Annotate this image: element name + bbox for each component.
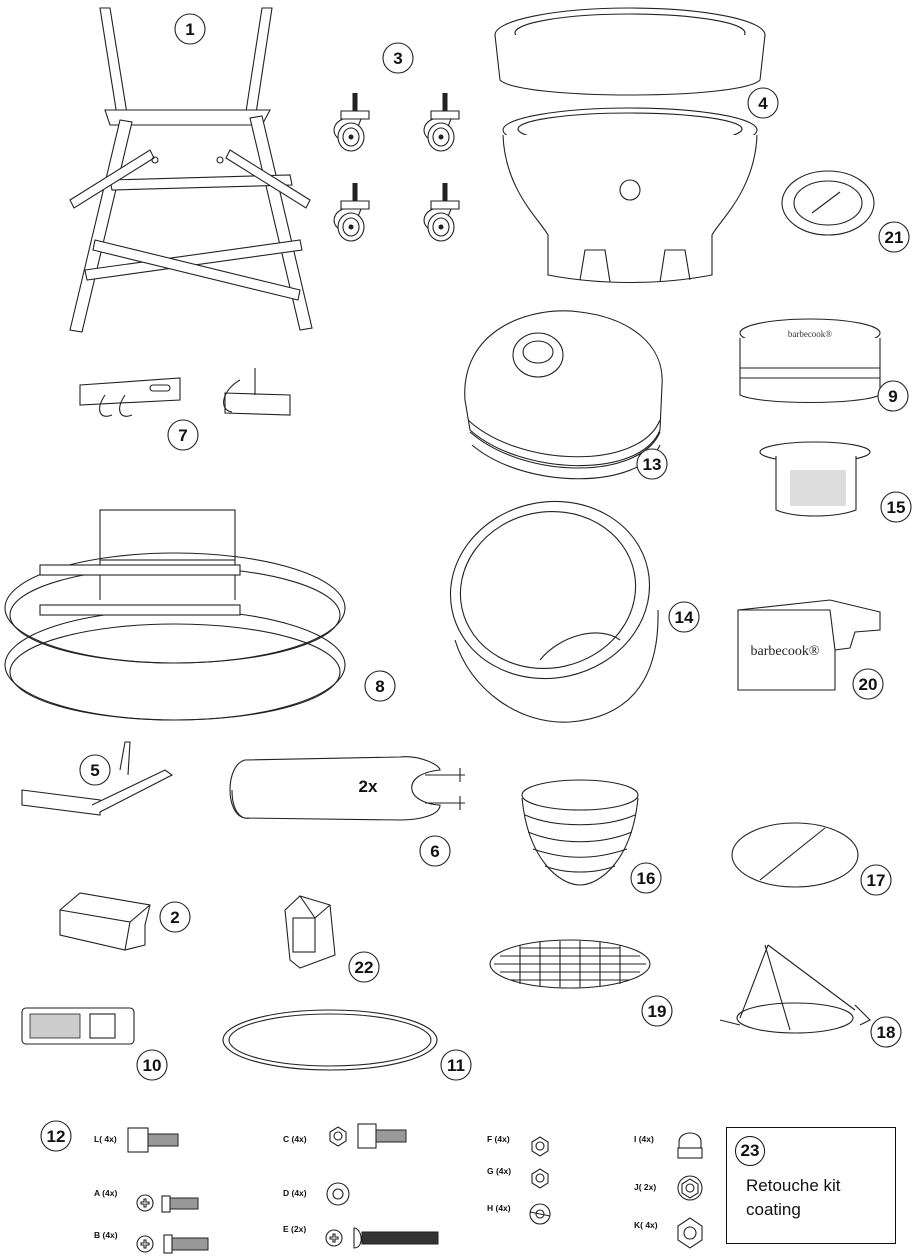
part-number: 15: [887, 498, 906, 517]
hardware-code: D (4x): [283, 1188, 307, 1198]
callout-15: [880, 491, 912, 523]
part-number: 5: [90, 761, 99, 780]
part-number: 16: [637, 869, 656, 888]
spring-washer-icon: [529, 1203, 551, 1225]
part-number: 3: [393, 49, 402, 68]
callout-16: [630, 862, 662, 894]
hex-nut-icon: [531, 1168, 549, 1189]
callout-18: [870, 1016, 902, 1048]
hardware-code: A (4x): [94, 1188, 117, 1198]
hex-nut-icon: [531, 1136, 549, 1157]
callout-14: [668, 601, 700, 633]
callout-4: [747, 87, 779, 119]
part-number: 14: [675, 608, 694, 627]
part-number: 10: [143, 1056, 162, 1075]
callout-10: [136, 1049, 168, 1081]
firebox-drawing: [449, 500, 659, 723]
hardware-code: K( 4x): [634, 1220, 658, 1230]
callout-17: [860, 864, 892, 896]
bracket-drawing: [21, 741, 174, 816]
part-number: 7: [178, 426, 187, 445]
callout-11: [440, 1049, 472, 1081]
ceramic-lid-drawing: [464, 310, 663, 480]
castor-wheels-drawing: [333, 92, 460, 242]
part-number: 17: [867, 871, 886, 890]
callout-8: [364, 670, 396, 702]
gasket-ring-drawing: [222, 1009, 438, 1071]
heat-deflector-drawing: [731, 822, 859, 888]
hardware-code: B (4x): [94, 1230, 118, 1240]
hex-bolt-icon: [329, 1123, 407, 1149]
hinge-band-drawing: [4, 509, 346, 721]
kit-label: Retouche kit coating: [746, 1174, 886, 1222]
part-number: 18: [877, 1023, 896, 1042]
flange-nut-icon: [677, 1175, 703, 1201]
callout-3: [382, 42, 414, 74]
hex-bolt-icon: [127, 1127, 179, 1153]
callout-7: [167, 419, 199, 451]
hardware-code: F (4x): [487, 1134, 510, 1144]
quantity-label: 2x: [359, 777, 378, 796]
part-number: 4: [758, 94, 768, 113]
thermometer-drawing: [781, 170, 875, 236]
deflector-holder-drawing: [719, 944, 871, 1034]
part-number: 13: [643, 455, 662, 474]
part-number: 8: [375, 677, 384, 696]
handle-plate-drawing: barbecook®: [737, 599, 881, 691]
part-number: 22: [355, 958, 374, 977]
callout-19: [641, 995, 673, 1027]
hardware-code: E (2x): [283, 1224, 306, 1234]
retouche-kit-box: 23 Retouche kit coating: [726, 1127, 896, 1244]
part-number: 20: [859, 675, 878, 694]
callout-20: [852, 668, 884, 700]
kit-line-1: Retouche kit: [746, 1176, 841, 1195]
top-vent-drawing: barbecook®: [739, 318, 881, 404]
hardware-code: G (4x): [487, 1166, 511, 1176]
phillips-screw-icon: [136, 1234, 209, 1254]
phillips-screw-icon: [136, 1194, 199, 1213]
hardware-code: H (4x): [487, 1203, 511, 1213]
ceramic-base-drawing: [494, 7, 766, 284]
long-screw-icon: [325, 1227, 439, 1249]
callout-1: [174, 13, 206, 45]
part-number: 19: [648, 1002, 667, 1021]
part-number: 12: [47, 1127, 66, 1146]
callout-6: [419, 835, 451, 867]
callout-22: [348, 951, 380, 983]
charcoal-basket-drawing: [521, 779, 639, 886]
hardware-code: J( 2x): [634, 1182, 656, 1192]
part-number: 21: [885, 228, 904, 247]
part-number: 9: [888, 387, 897, 406]
stand-frame-drawing: [69, 7, 313, 333]
vent-brand: barbecook®: [788, 329, 832, 339]
callout-21: [878, 221, 910, 253]
cap-nut-icon: [677, 1132, 703, 1159]
kit-line-2: coating: [746, 1200, 801, 1219]
holder-clip-drawing: [284, 895, 336, 969]
part-number: 11: [447, 1056, 465, 1075]
callout-5: [79, 754, 111, 786]
hinge-brackets-drawing: [79, 368, 291, 417]
hardware-code: C (4x): [283, 1134, 307, 1144]
callout-9: [877, 380, 909, 412]
callout-2: [159, 901, 191, 933]
block-drawing: [59, 892, 151, 951]
hardware-code: L( 4x): [94, 1134, 117, 1144]
hardware-code: I (4x): [634, 1134, 654, 1144]
lock-nut-icon: [677, 1217, 703, 1249]
ash-tool-drawing: [21, 1007, 135, 1045]
part-number: 6: [430, 842, 439, 861]
washer-icon: [326, 1182, 350, 1206]
plate-brand: barbecook®: [751, 644, 820, 659]
side-table-drawing: [229, 756, 465, 821]
part-number: 1: [185, 20, 194, 39]
kit-number: 23: [735, 1136, 765, 1166]
callout-13: [636, 448, 668, 480]
cooking-grid-drawing: [489, 939, 651, 989]
callout-12: [40, 1120, 72, 1152]
part-number: 2: [170, 908, 179, 927]
fire-grate-insert-drawing: [759, 441, 871, 517]
